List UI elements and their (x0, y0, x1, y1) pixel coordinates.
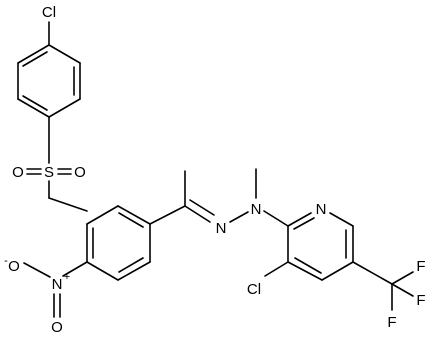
bond-pyridine-cl (264, 261, 289, 277)
atom-f-right: F (416, 292, 425, 309)
atom-cl-pyridine: Cl (247, 281, 261, 298)
nitro-minus-charge: - (4, 255, 8, 267)
atom-hydrazine-n: N (251, 201, 262, 218)
bond-n-o-minus (23, 262, 51, 278)
atom-s: S (44, 164, 54, 181)
bond-c-n-double-2 (189, 199, 215, 216)
atom-o-left: O (12, 164, 24, 181)
atom-o-right: O (74, 164, 86, 181)
atom-cl-top: Cl (42, 4, 56, 21)
bond-c-f-right (391, 283, 414, 297)
bond-n-pyridine (263, 210, 289, 227)
atom-nitro-n: N (52, 276, 63, 293)
bond-n-n (229, 211, 249, 223)
atom-pyridine-n: N (316, 201, 327, 218)
atom-f-bottom: F (387, 314, 396, 331)
bond-c-n-double-1 (184, 205, 211, 223)
bond-c-f-top (391, 271, 414, 285)
bond-ring-nitro (62, 261, 88, 277)
bond-pyridine-cf3 (352, 261, 393, 285)
atom-f-top: F (416, 258, 425, 275)
central-benzene-ring (86, 205, 151, 281)
pyridine-ring (287, 212, 354, 281)
atom-imine-n: N (216, 220, 227, 237)
atom-nitro-o-double: O (51, 319, 63, 336)
atom-nitro-o-minus: O (8, 258, 20, 275)
nitro-plus-charge: + (64, 271, 70, 283)
bond-ring-c (149, 205, 186, 225)
bond-ch2-ring (48, 197, 88, 212)
chlorophenyl-ring (17, 44, 81, 118)
